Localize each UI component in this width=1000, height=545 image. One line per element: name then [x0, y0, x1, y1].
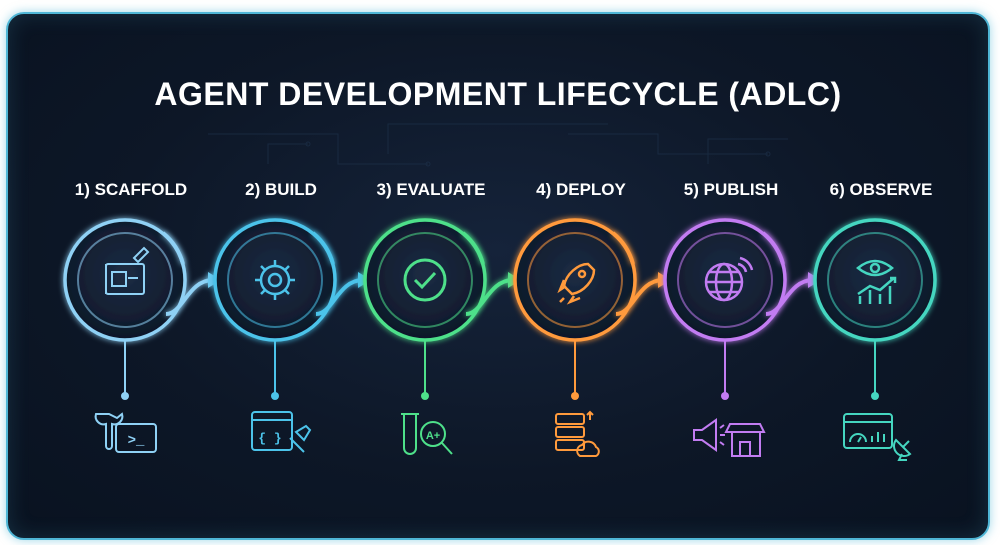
diagram-frame: AGENT DEVELOPMENT LIFECYCLE (ADLC) 1) SC… [6, 12, 990, 540]
megaphone-store-icon [693, 418, 766, 457]
wrench-terminal-icon [94, 412, 157, 453]
checkmark-icon [403, 258, 447, 302]
arrow-scaffold-build [165, 278, 214, 316]
gear-icon [255, 260, 295, 300]
arrow-publish-observe [765, 278, 814, 316]
page-title: AGENT DEVELOPMENT LIFECYCLE (ADLC) [154, 76, 842, 112]
stage-label-scaffold: 1) SCAFFOLD [74, 180, 188, 199]
stage-label-deploy: 4) DEPLOY [536, 180, 626, 199]
blueprint-icon [105, 246, 150, 295]
arrow-deploy-publish [615, 278, 664, 316]
arrow-evaluate-deploy [465, 278, 514, 316]
stage-publish [663, 218, 787, 457]
terminal-prompt-glyph: >_ [128, 433, 145, 449]
server-cloud-icon [555, 410, 600, 457]
stage-deploy [513, 218, 637, 457]
lifecycle-diagram: >_ { } [63, 123, 937, 461]
globe-icon [704, 256, 754, 302]
stage-evaluate: A+ [363, 218, 487, 455]
dashboard-satellite-icon [843, 413, 912, 461]
stage-label-evaluate: 3) EVALUATE [376, 180, 486, 199]
connector-dot-build [271, 392, 279, 400]
stage-observe [813, 218, 937, 461]
test-tube-magnifier-icon [401, 413, 453, 455]
stage-ring-observe [813, 218, 937, 342]
code-window-hammer-icon [251, 411, 312, 453]
stage-label-observe: 6) OBSERVE [829, 180, 933, 199]
stage-label-publish: 5) PUBLISH [683, 180, 779, 199]
code-braces-glyph: { } [258, 431, 281, 446]
rocket-icon [557, 262, 596, 305]
connector-dot-observe [871, 392, 879, 400]
connector-dot-evaluate [421, 392, 429, 400]
eye-chart-icon [856, 259, 897, 304]
stage-label-build: 2) BUILD [245, 180, 317, 199]
connector-dot-scaffold [121, 392, 129, 400]
stage-scaffold: >_ [63, 218, 187, 453]
stage-build: { } [213, 218, 337, 453]
grade-glyph: A+ [426, 430, 440, 442]
arrow-build-evaluate [315, 278, 364, 316]
connector-dot-deploy [571, 392, 579, 400]
circuit-background [208, 123, 788, 167]
connector-dot-publish [721, 392, 729, 400]
